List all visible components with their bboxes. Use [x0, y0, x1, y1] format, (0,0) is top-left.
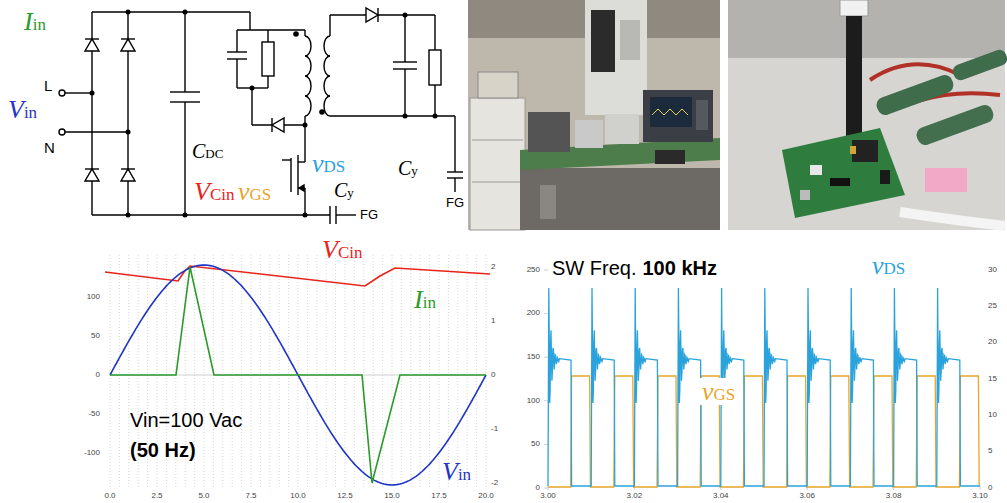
terminal-label: N [44, 140, 55, 156]
signal-label: VCin [194, 178, 234, 205]
tick-label: 5 [988, 447, 992, 455]
tick-label: 200 [527, 309, 540, 317]
annotation: (50 Hz) [130, 440, 196, 461]
signal-label: Iin [24, 8, 46, 35]
signal-label: vGS [700, 378, 737, 405]
annotation: SW Freq. [550, 258, 638, 279]
tick-label: 3.08 [886, 492, 902, 500]
tick-label: -50 [88, 410, 100, 418]
signal-label: vGS [238, 178, 271, 205]
signal-label: Iin [414, 286, 436, 313]
ground-label: FG [446, 196, 464, 210]
tick-label: 3.06 [799, 492, 815, 500]
vin-trace [110, 265, 486, 485]
tick-label: 25 [988, 302, 997, 310]
flyback-schematic [59, 12, 463, 224]
component-label: Cy [334, 180, 354, 201]
tick-label: 1 [491, 317, 495, 325]
tick-label: -100 [84, 449, 100, 457]
component-label: CDC [192, 141, 223, 162]
tick-label: 7.5 [245, 492, 256, 500]
tick-label: 0 [96, 371, 100, 379]
tick-label: 0.0 [104, 492, 115, 500]
ground-label: FG [360, 208, 378, 222]
tick-label: 250 [527, 266, 540, 274]
chart-grid [110, 255, 486, 488]
signal-label: Vin [442, 458, 471, 485]
lab-photo [468, 0, 720, 230]
tick-label: 20.0 [478, 492, 494, 500]
tick-label: 15.0 [384, 492, 400, 500]
tick-label: 150 [527, 353, 540, 361]
tick-label: 20 [988, 338, 997, 346]
signal-label: Vin [8, 96, 37, 123]
tick-label: 0 [536, 484, 540, 492]
tick-label: 2.5 [151, 492, 162, 500]
tick-label: 100 [527, 397, 540, 405]
iin-trace [110, 267, 486, 483]
terminal-label: L [44, 78, 52, 94]
tick-label: 30 [988, 266, 997, 274]
tick-label: 5.0 [198, 492, 209, 500]
tick-label: 15 [988, 375, 997, 383]
tick-label: 50 [531, 440, 540, 448]
tick-label: 17.5 [431, 492, 447, 500]
annotation: 100 kHz [640, 258, 719, 279]
tick-label: 12.5 [337, 492, 353, 500]
tick-label: 0 [491, 371, 495, 379]
vcin-trace [105, 266, 490, 286]
tick-label: 3.04 [713, 492, 729, 500]
signal-label: vDS [312, 150, 345, 177]
board-photo [728, 0, 1007, 230]
signal-label: VCin [322, 236, 362, 263]
junction-dot [90, 10, 438, 218]
tick-label: -1 [491, 425, 498, 433]
annotation: Vin=100 Vac [130, 410, 242, 431]
tick-label: 50 [91, 332, 100, 340]
vds-trace [548, 288, 980, 486]
tick-label: 3.00 [540, 492, 556, 500]
tick-label: 100 [87, 293, 100, 301]
signal-label: vDS [872, 252, 905, 279]
tick-label: 10 [988, 411, 997, 419]
tick-label: 10.0 [290, 492, 306, 500]
tick-label: 2 [491, 263, 495, 271]
tick-label: 0 [988, 484, 992, 492]
tick-label: 3.02 [627, 492, 643, 500]
tick-label: -2 [491, 479, 498, 487]
diode-symbol [85, 8, 378, 181]
component-label: Cy [398, 158, 418, 179]
chart-grid [544, 270, 980, 490]
tick-label: 3.10 [972, 492, 988, 500]
